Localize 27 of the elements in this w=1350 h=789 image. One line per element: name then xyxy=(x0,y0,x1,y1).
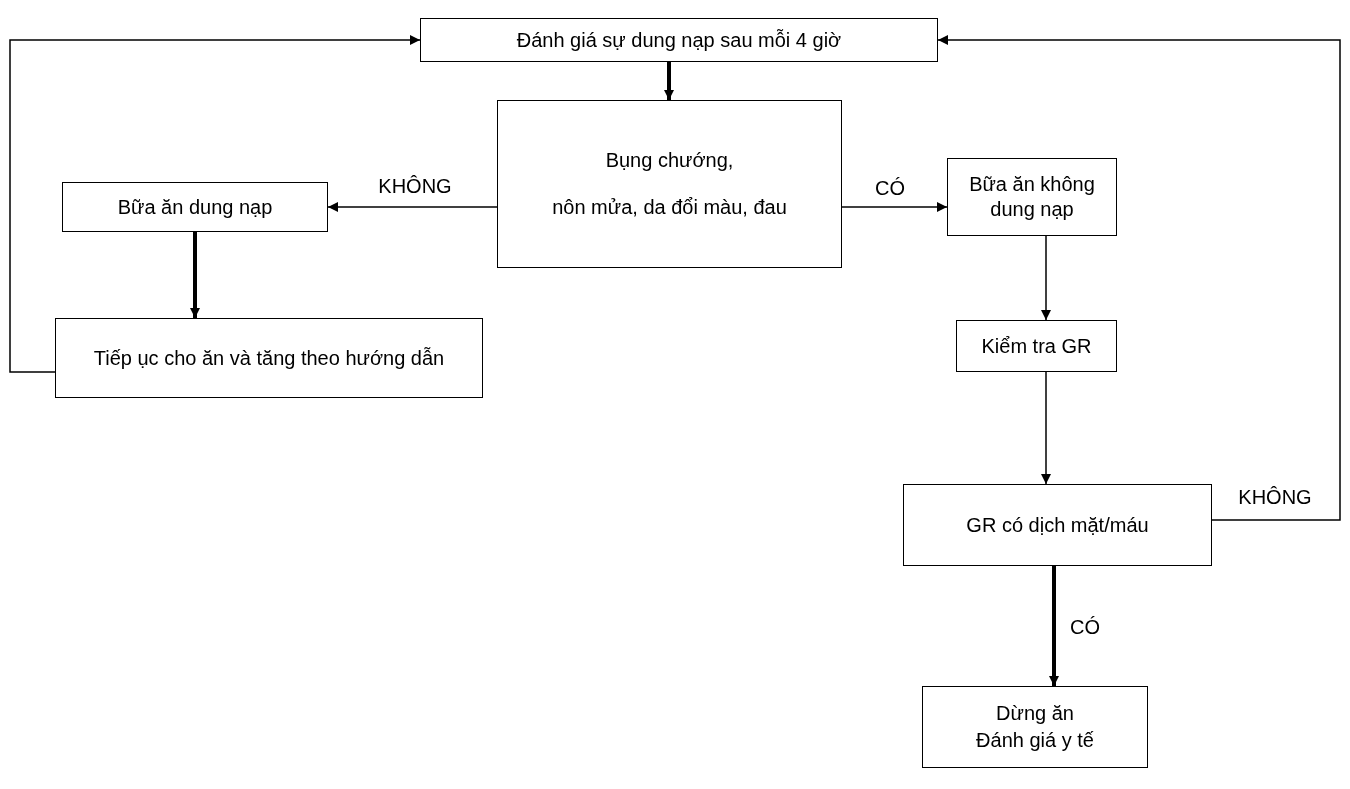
arrow xyxy=(664,62,674,100)
box-text: Tiếp ục cho ăn và tăng theo hướng dẫn xyxy=(93,345,445,371)
box-text: Đánh giá y tế xyxy=(976,728,1094,753)
box-text: Bụng chướng, xyxy=(605,148,734,173)
process-box xyxy=(922,686,1148,768)
arrow xyxy=(190,232,200,318)
box-text: Đánh giá sự dung nạp sau mỗi 4 giờ xyxy=(516,27,842,53)
box-text: Bữa ăn không dung nạp xyxy=(968,172,1096,222)
process-box xyxy=(62,182,328,232)
process-box xyxy=(420,18,938,62)
box-text: Kiểm tra GR xyxy=(981,333,1092,359)
arrow xyxy=(937,35,1341,521)
process-box xyxy=(903,484,1212,566)
arrow xyxy=(1049,566,1059,686)
process-box xyxy=(947,158,1117,236)
box-text: GR có dịch mặt/máu xyxy=(966,512,1149,538)
box-text: nôn mửa, da đổi màu, đau xyxy=(552,195,787,220)
process-box xyxy=(55,318,483,398)
arrow xyxy=(9,35,421,373)
arrow xyxy=(841,202,948,212)
box-text: Dừng ăn xyxy=(996,701,1074,726)
arrow xyxy=(327,202,498,212)
process-box xyxy=(956,320,1117,372)
process-box xyxy=(497,100,842,268)
arrow xyxy=(1041,235,1051,321)
box-text: Bữa ăn dung nạp xyxy=(117,194,273,220)
arrow xyxy=(1041,371,1051,485)
